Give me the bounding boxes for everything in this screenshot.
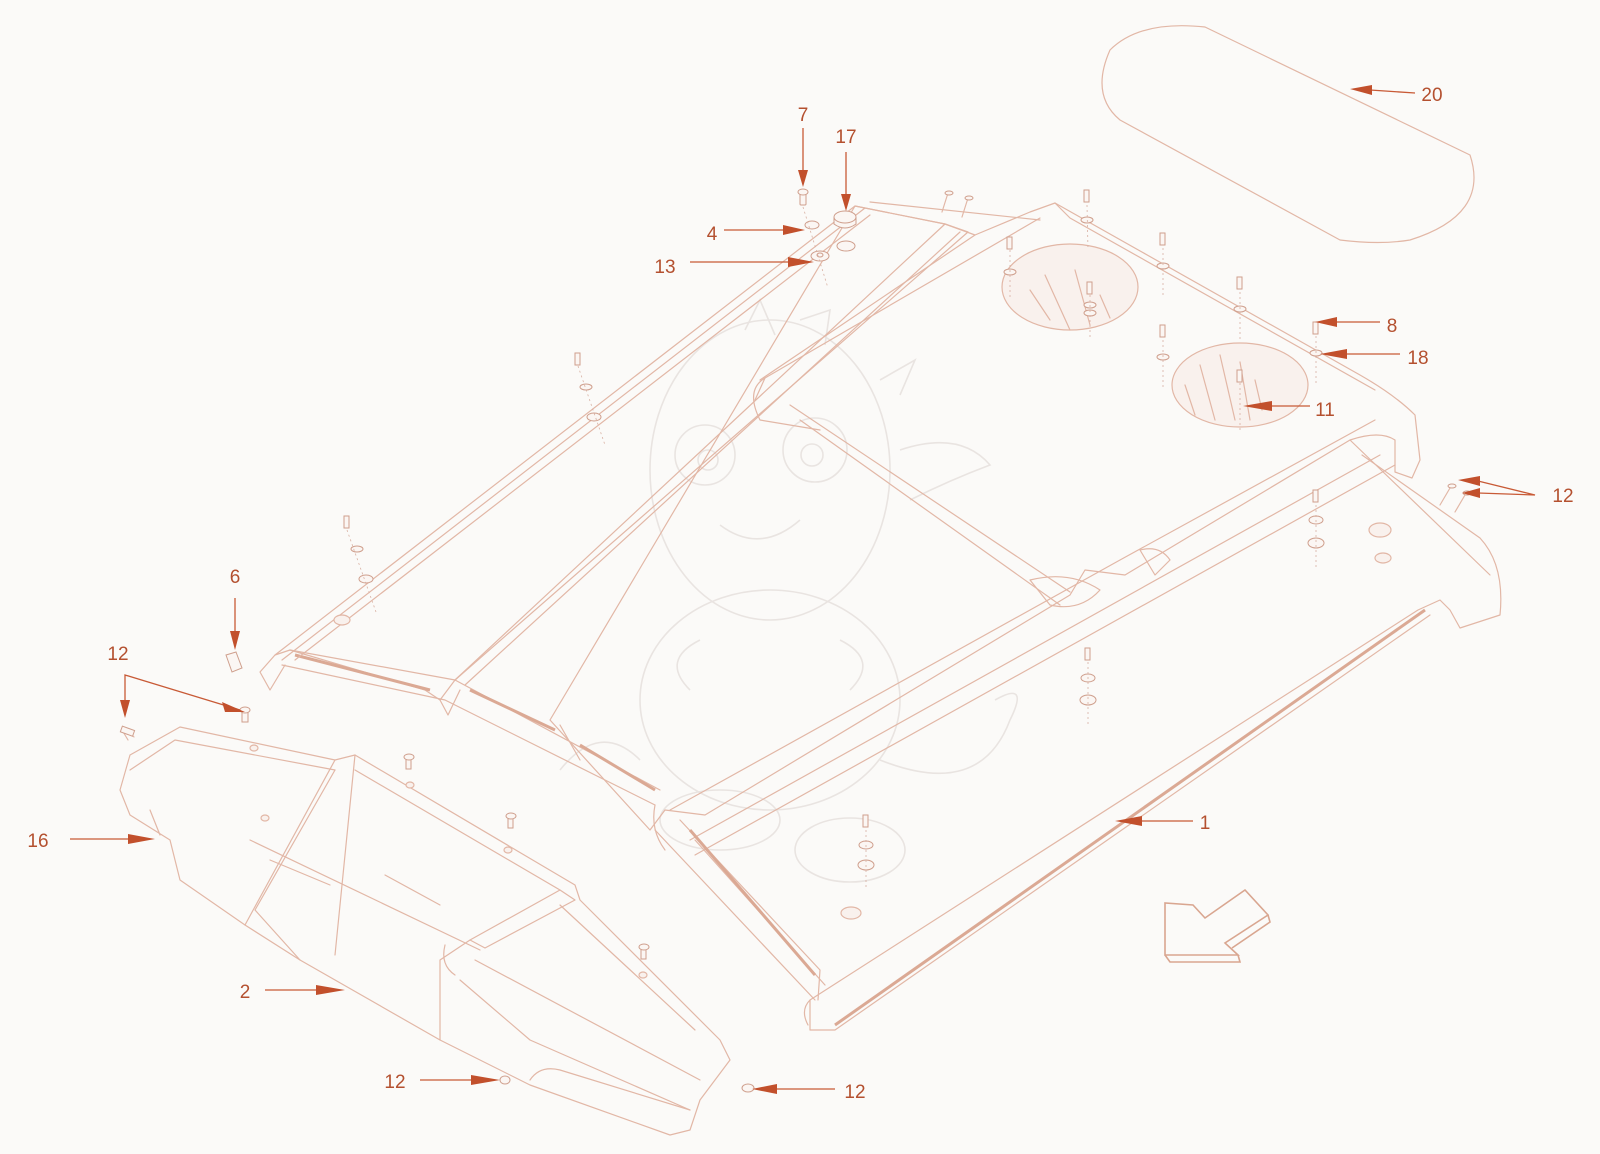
callout-20: 20: [1421, 85, 1442, 106]
callout-17: 17: [835, 127, 856, 148]
side-cover: [259, 205, 969, 1001]
callout-labels: 7 17 4 13 20 8 18 11 12 6 12 1 16 2 12 1…: [27, 85, 1573, 1103]
oval-cover-part-20: [1101, 25, 1475, 244]
callout-1: 1: [1200, 813, 1211, 834]
callout-12-right: 12: [1552, 486, 1573, 507]
callout-4: 4: [707, 224, 718, 245]
callout-7: 7: [798, 105, 809, 126]
front-direction-arrow-icon: [1164, 888, 1271, 963]
callout-12-bottom-right: 12: [844, 1082, 865, 1103]
callout-12-left: 12: [107, 644, 128, 665]
leader-lines: [70, 85, 1536, 1094]
callout-8: 8: [1387, 316, 1398, 337]
callout-12-bottom-left: 12: [384, 1072, 405, 1093]
main-base-part-1: [549, 201, 1502, 1031]
callout-2: 2: [240, 982, 251, 1003]
dragon-watermark-icon: [559, 298, 1019, 883]
callout-16: 16: [27, 831, 48, 852]
callout-13: 13: [654, 257, 675, 278]
callout-6: 6: [230, 567, 241, 588]
callout-11: 11: [1315, 400, 1335, 421]
front-hood-part-2: [119, 726, 731, 1136]
hardware: [119, 188, 1472, 1093]
callout-18: 18: [1407, 348, 1428, 369]
